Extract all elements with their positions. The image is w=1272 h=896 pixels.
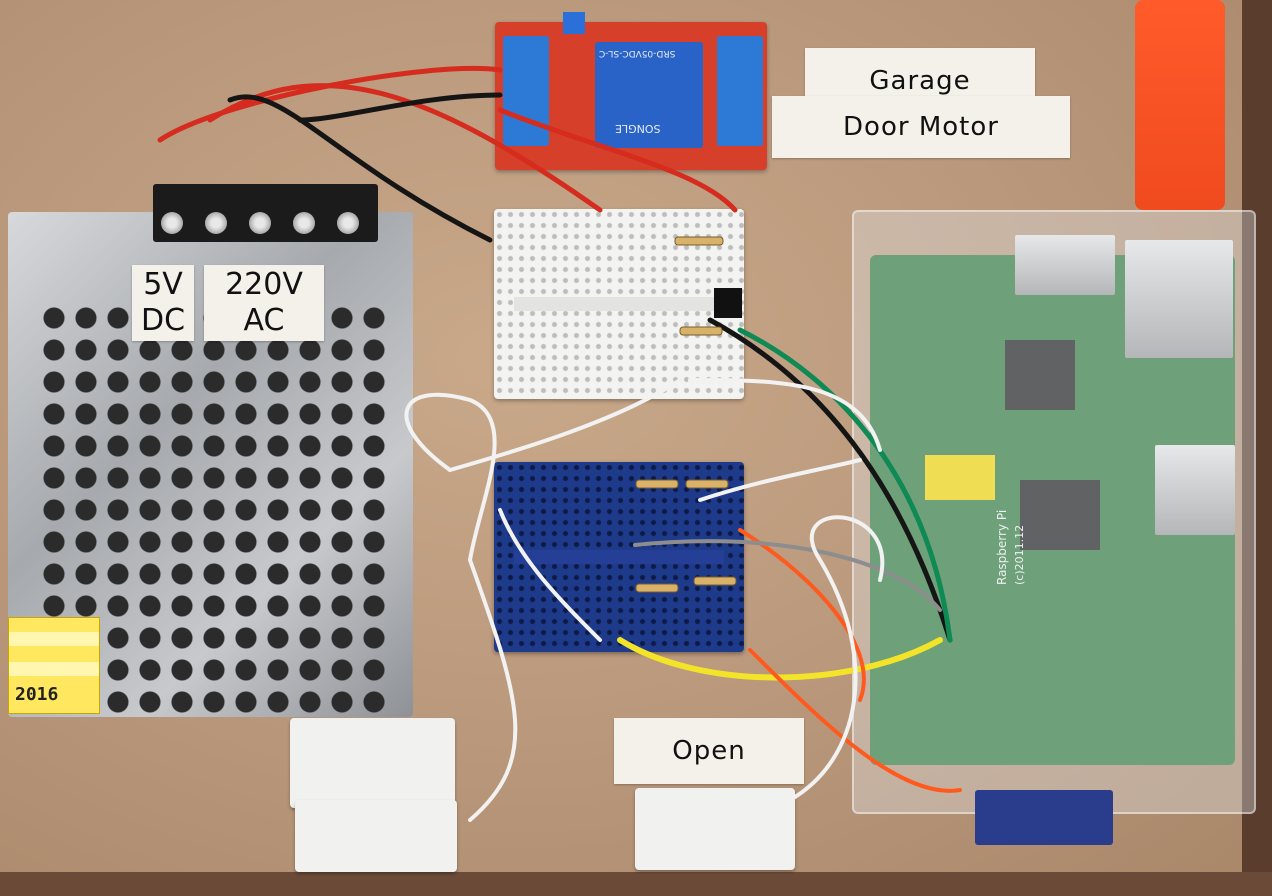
resistor: [635, 583, 679, 593]
relay-cube: SRD-05VDC-SL-C SONGLE: [595, 42, 703, 148]
ethernet-cable: [1135, 0, 1225, 210]
resistor: [679, 326, 723, 336]
sd-card: [975, 790, 1113, 845]
white-wire: [688, 378, 882, 452]
raspberry-pi-board: Raspberry Pi (c)2011.12: [870, 235, 1235, 765]
chip: [1005, 340, 1075, 410]
gray-wire: [633, 539, 942, 612]
soc-chip: [1020, 480, 1100, 550]
black-wire: [707, 317, 953, 643]
screw: [161, 212, 183, 234]
screw: [205, 212, 227, 234]
rca-jack: [925, 455, 995, 500]
resistor: [693, 576, 737, 586]
open-text: Open: [672, 736, 746, 766]
screw: [249, 212, 271, 234]
hdmi-port: [1155, 445, 1235, 535]
warranty-year: 2016: [15, 684, 59, 705]
open-label: Open: [614, 718, 804, 784]
board-edge-bottom: [0, 872, 1272, 896]
ac-label: 220V AC: [204, 265, 324, 341]
orange-wire: [748, 648, 962, 793]
screw-terminal-right: [717, 36, 763, 146]
white-wire: [698, 458, 862, 502]
white-wire: [788, 515, 885, 802]
dc-label: 5V DC: [132, 265, 194, 341]
black-wire: [227, 94, 493, 243]
acrylic-case: [852, 210, 1256, 814]
screw: [337, 212, 359, 234]
red-wire: [497, 107, 738, 213]
blue-breadboard: [494, 462, 744, 652]
door-sensor-switch: [295, 800, 457, 872]
resistor: [635, 479, 679, 489]
white-wire: [498, 508, 602, 642]
door-motor-text: Door Motor: [843, 112, 999, 142]
red-wire: [157, 65, 503, 143]
jumper: [563, 12, 585, 34]
dc-voltage-text: 5V: [143, 267, 183, 302]
resistor: [674, 236, 724, 246]
black-wire: [297, 92, 503, 123]
door-motor-label: Door Motor: [772, 96, 1070, 158]
relay-module: SRD-05VDC-SL-C SONGLE: [495, 12, 767, 170]
garage-text: Garage: [869, 66, 971, 96]
green-wire: [737, 327, 953, 643]
screw-terminal-block: [153, 184, 378, 242]
warranty-sticker: 2016: [8, 617, 100, 714]
ac-text: AC: [243, 303, 285, 338]
screw: [293, 212, 315, 234]
white-wire: [448, 378, 682, 472]
orange-wire: [738, 528, 866, 702]
dc-text: DC: [140, 303, 186, 338]
usb-port: [1015, 235, 1115, 295]
open-sensor: [635, 788, 795, 870]
resistor: [685, 479, 729, 489]
white-wire: [404, 392, 518, 822]
door-sensor-magnet: [290, 718, 455, 808]
yellow-wire: [617, 637, 943, 681]
ac-voltage-text: 220V: [225, 267, 303, 302]
ethernet-port: [1125, 240, 1233, 358]
board-edge-right: [1242, 0, 1272, 896]
transistor: [714, 288, 742, 318]
